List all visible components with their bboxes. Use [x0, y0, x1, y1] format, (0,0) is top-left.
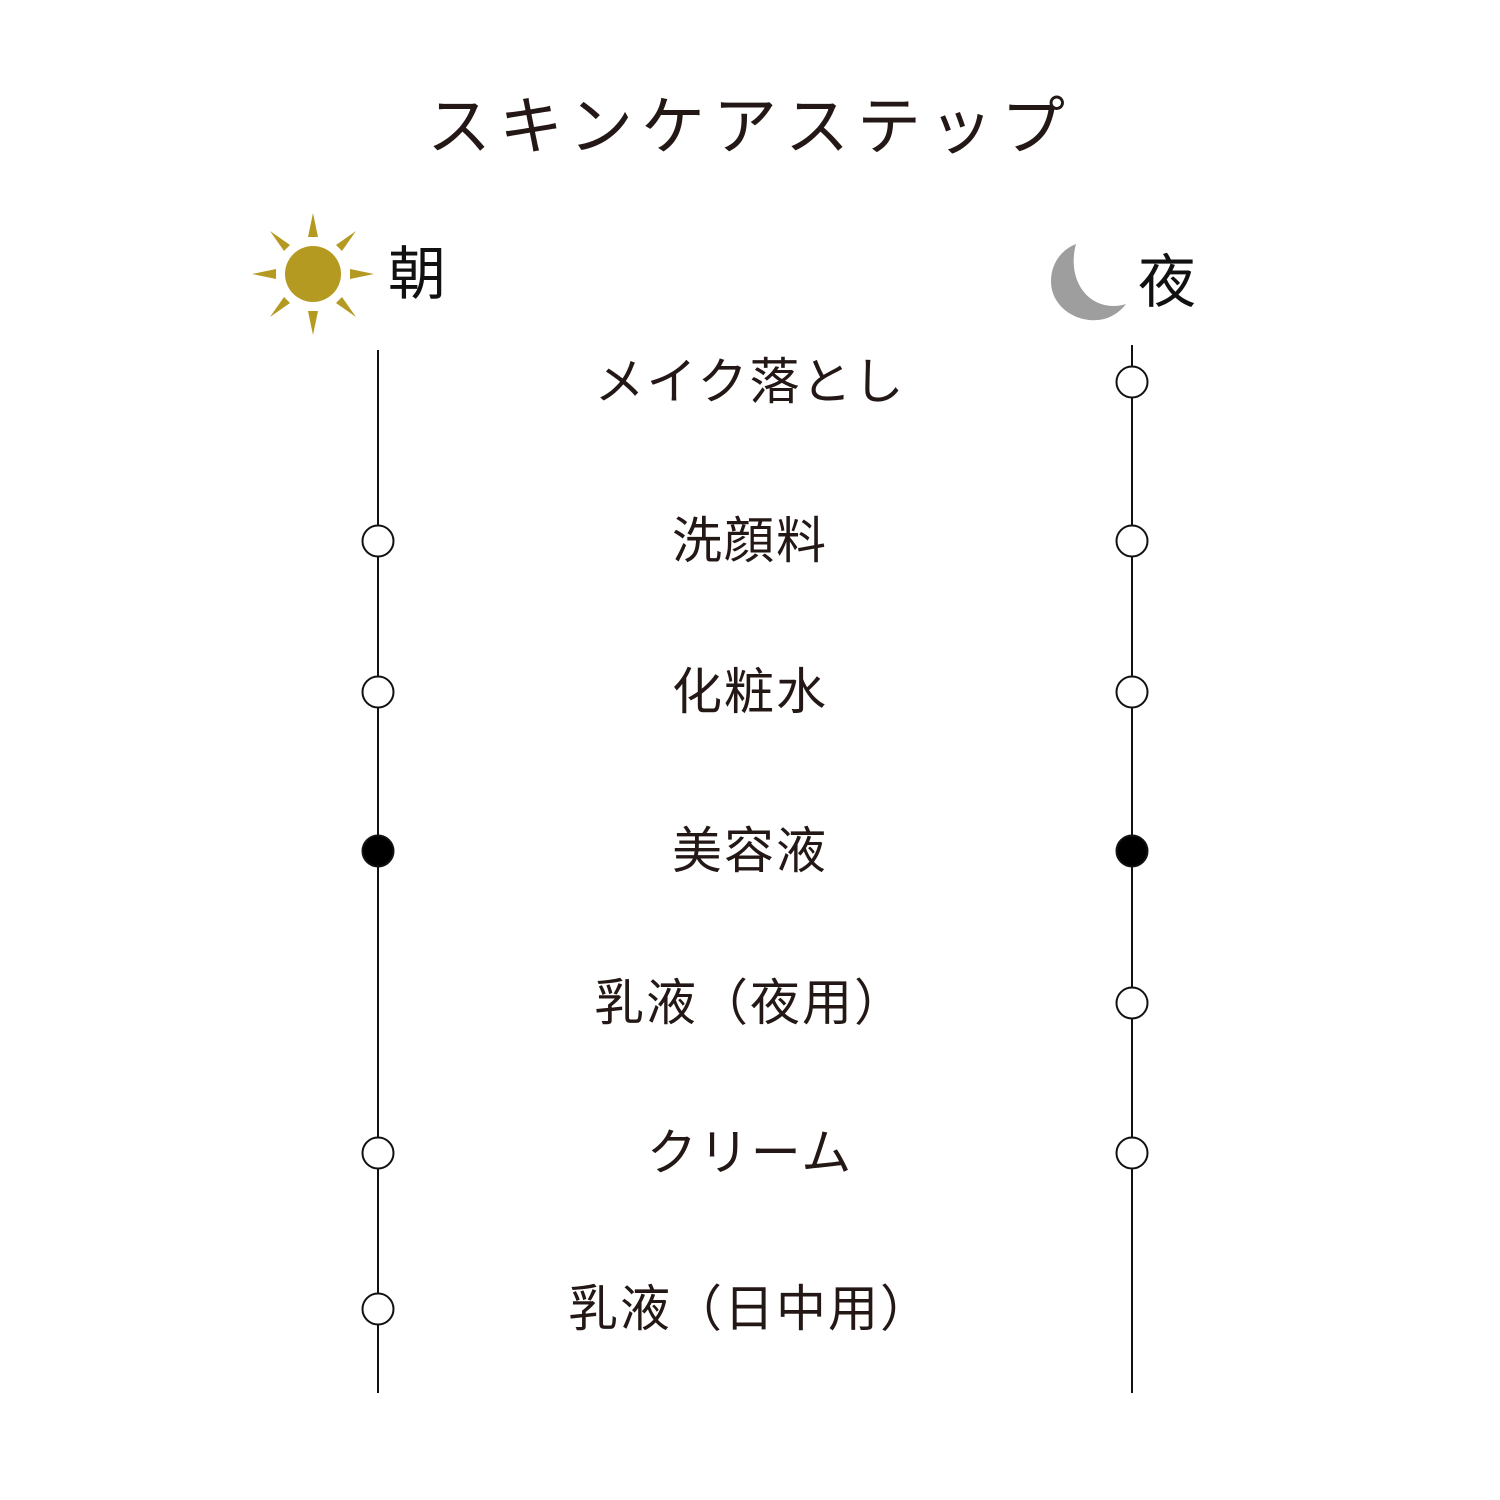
night-step-marker-open-icon	[1115, 986, 1149, 1020]
sun-icon	[252, 213, 374, 335]
morning-step-marker-open-icon	[361, 524, 395, 558]
night-step-marker-open-icon	[1115, 675, 1149, 709]
step-label: 乳液（日中用）	[568, 1280, 932, 1338]
morning-step-marker-open-icon	[361, 675, 395, 709]
step-label: メイク落とし	[594, 353, 906, 411]
night-step-marker-filled-icon	[1115, 834, 1149, 868]
night-header: 夜	[1048, 242, 1196, 322]
step-label: クリーム	[646, 1124, 854, 1182]
moon-icon	[1048, 242, 1130, 322]
morning-label: 朝	[388, 240, 447, 308]
morning-step-marker-open-icon	[361, 1292, 395, 1326]
night-step-marker-open-icon	[1115, 365, 1149, 399]
page-title: スキンケアステップ	[426, 91, 1074, 165]
night-timeline-line	[1131, 345, 1133, 1393]
night-step-marker-open-icon	[1115, 1136, 1149, 1170]
morning-step-marker-open-icon	[361, 1136, 395, 1170]
morning-header: 朝	[252, 213, 446, 335]
night-label: 夜	[1138, 248, 1197, 316]
step-label: 美容液	[672, 822, 828, 880]
night-step-marker-open-icon	[1115, 524, 1149, 558]
morning-timeline-line	[377, 350, 379, 1393]
step-label: 化粧水	[672, 663, 828, 721]
step-label: 洗顔料	[672, 512, 828, 570]
step-label: 乳液（夜用）	[594, 974, 906, 1032]
morning-step-marker-filled-icon	[361, 834, 395, 868]
